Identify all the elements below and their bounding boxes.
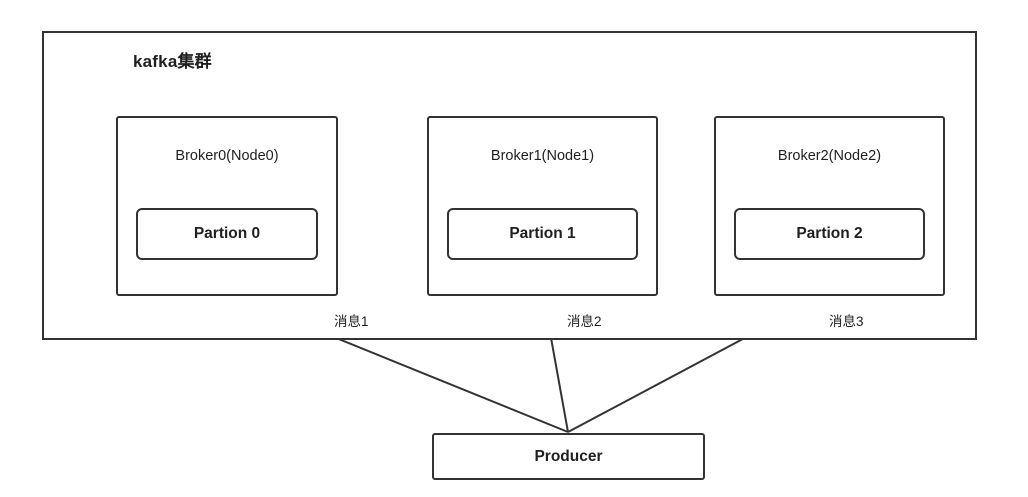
producer-box: Producer (432, 433, 705, 480)
broker-box-2: Broker2(Node2) Partion 2 (714, 116, 945, 296)
partition-box-0: Partion 0 (136, 208, 318, 260)
broker-label-2: Broker2(Node2) (777, 148, 882, 164)
producer-label: Producer (534, 447, 603, 465)
broker-label-1: Broker1(Node1) (490, 148, 595, 164)
edge-label-message-1: 消息1 (334, 314, 369, 329)
edge-label-message-3: 消息3 (829, 314, 864, 329)
edge-label-message-2: 消息2 (567, 314, 602, 329)
broker-label-0: Broker0(Node0) (175, 148, 279, 164)
broker-box-1: Broker1(Node1) Partion 1 (427, 116, 658, 296)
partition-label-2: Partion 2 (796, 225, 863, 242)
partition-box-1: Partion 1 (447, 208, 638, 260)
partition-label-0: Partion 0 (193, 225, 261, 242)
broker-box-0: Broker0(Node0) Partion 0 (116, 116, 338, 296)
partition-box-2: Partion 2 (734, 208, 925, 260)
partition-label-1: Partion 1 (509, 225, 576, 242)
kafka-cluster-title: kafka集群 (133, 52, 212, 71)
